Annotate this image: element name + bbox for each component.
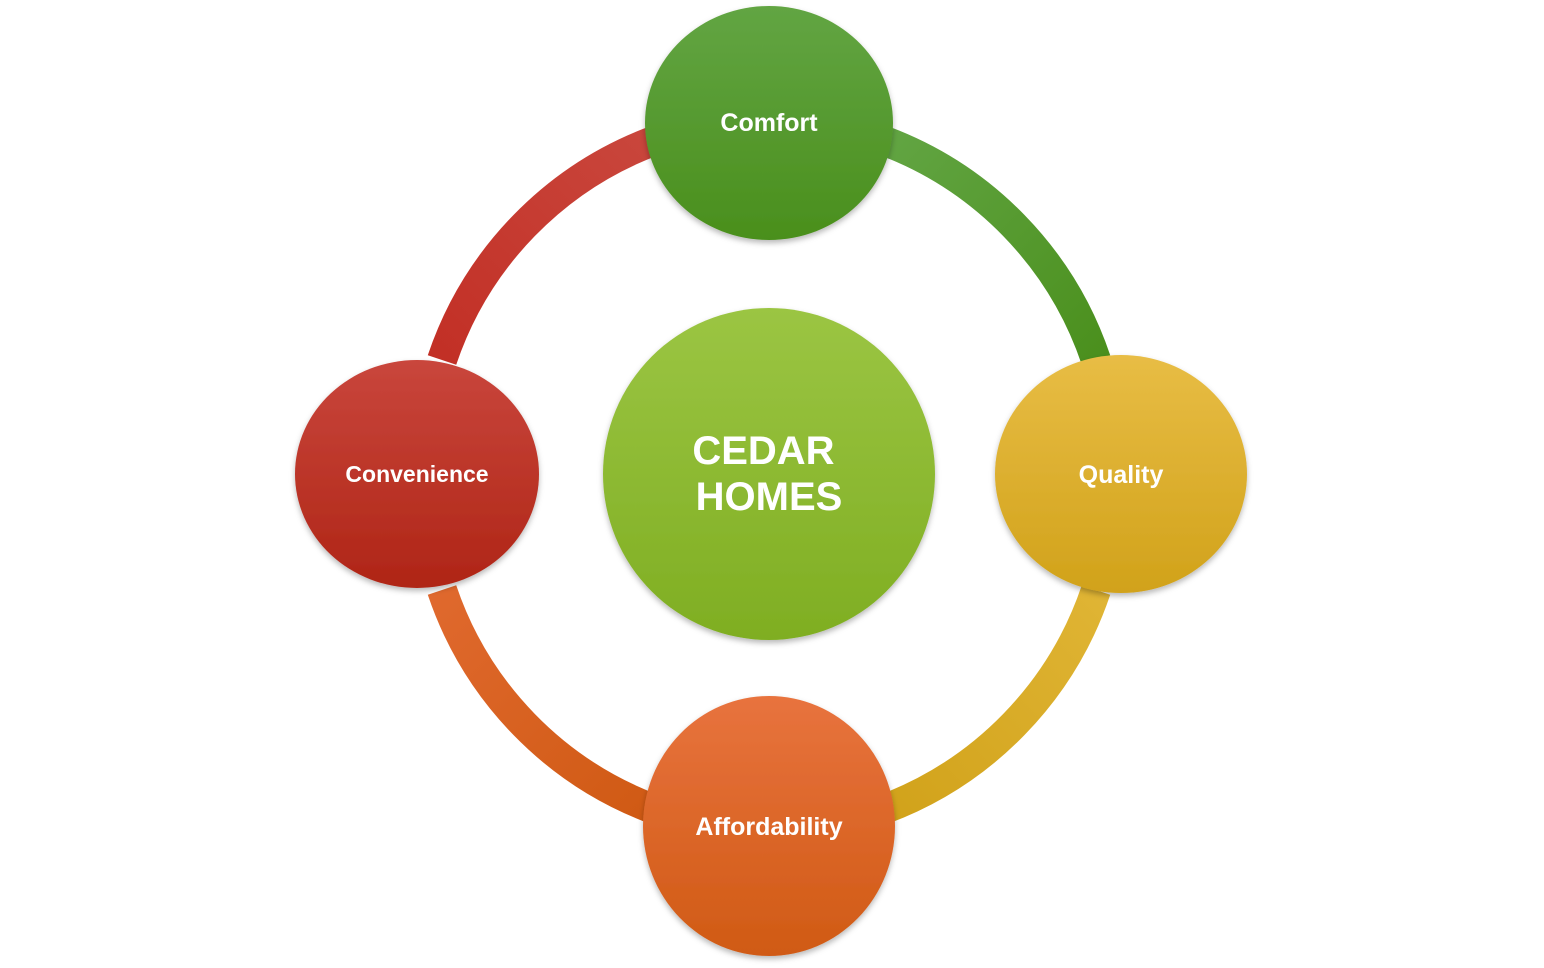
node-quality: Quality [995, 355, 1247, 593]
arc-quality-to-affordability [876, 585, 1111, 825]
center-label-line-2: HOMES [696, 475, 843, 519]
center-circle [603, 308, 935, 640]
node-convenience: Convenience [295, 360, 539, 588]
node-affordability-label: Affordability [695, 813, 842, 841]
node-quality-circle [995, 355, 1247, 593]
arc-affordability-to-convenience [427, 585, 662, 825]
node-convenience-circle [295, 360, 539, 588]
node-affordability-circle [643, 696, 895, 956]
center-label-line-1: CEDAR [692, 429, 834, 473]
node-convenience-label: Convenience [345, 461, 488, 487]
center-node: CEDAR HOMES [603, 308, 935, 640]
center-label: CEDAR HOMES [692, 429, 845, 519]
node-comfort: Comfort [645, 6, 893, 240]
node-affordability: Affordability [643, 696, 895, 956]
node-comfort-circle [645, 6, 893, 240]
node-quality-label: Quality [1079, 461, 1164, 489]
arc-comfort-to-quality [876, 125, 1111, 365]
arc-convenience-to-comfort [427, 125, 662, 365]
node-comfort-label: Comfort [720, 109, 818, 137]
